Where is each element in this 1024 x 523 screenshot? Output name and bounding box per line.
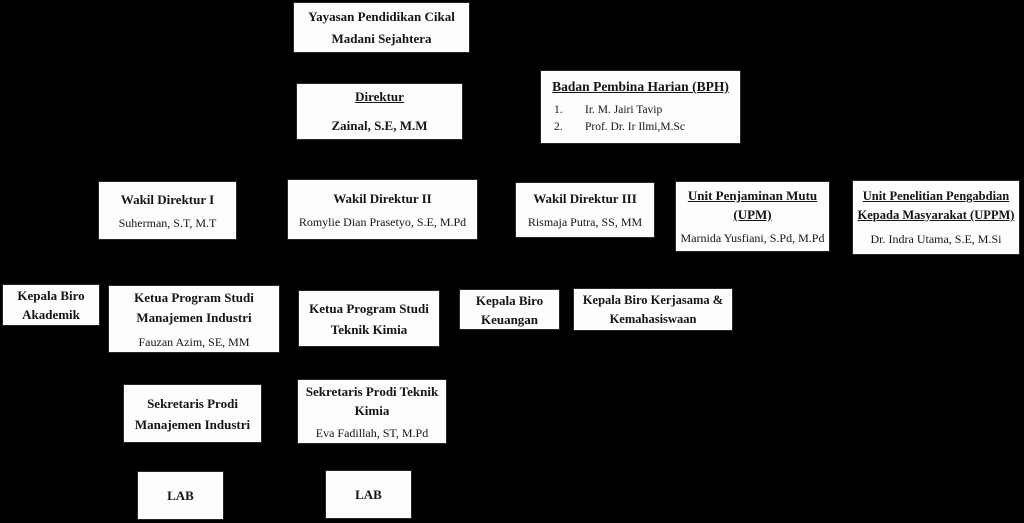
- node-title-line: (UPM): [733, 207, 772, 222]
- org-node-yayasan: Yayasan Pendidikan Cikal Madani Sejahter…: [293, 2, 470, 53]
- node-person-name: Fauzan Azim, SE, MM: [138, 334, 250, 349]
- org-node-upm: Unit Penjaminan Mutu (UPM) Marnida Yusfi…: [675, 181, 830, 252]
- node-title: Direktur: [355, 89, 404, 104]
- node-title-line: Sekretaris Prodi: [147, 395, 238, 411]
- org-node-uppm: Unit Penelitian Pengabdian Kepada Masyar…: [852, 180, 1020, 255]
- bph-member-name: Prof. Dr. Ir Ilmi,M.Sc: [585, 121, 685, 133]
- org-node-kepala-biro-keuangan: Kepala Biro Keuangan: [459, 289, 560, 330]
- node-person-name: Eva Fadillah, ST, M.Pd: [315, 425, 429, 440]
- node-title: LAB: [167, 487, 194, 503]
- org-node-lab-teknik-kimia: LAB: [325, 470, 412, 519]
- org-node-sekprodi-manajemen-industri: Sekretaris Prodi Manajemen Industri: [123, 384, 262, 443]
- node-title: Badan Pembina Harian (BPH): [552, 79, 729, 94]
- node-title-line: Akademik: [22, 307, 80, 322]
- node-title-line: Sekretaris Prodi Teknik: [305, 383, 439, 399]
- node-title-line: Keuangan: [480, 311, 539, 327]
- node-title-line: Kepada Masyarakat (UPPM): [857, 208, 1015, 222]
- bph-member-row: 2. Prof. Dr. Ir Ilmi,M.Sc: [549, 119, 732, 136]
- node-title-line: Ketua Program Studi: [309, 300, 429, 316]
- bph-member-name: Ir. M. Jairi Tavip: [585, 104, 663, 116]
- node-title-line: Unit Penelitian Pengabdian: [862, 189, 1010, 203]
- node-title-line: Ketua Program Studi: [134, 289, 254, 305]
- node-person-name: Dr. Indra Utama, S.E, M.Si: [870, 232, 1002, 246]
- bph-member-row: 1. Ir. M. Jairi Tavip: [549, 102, 732, 119]
- node-title-line: Kepala Biro Kerjasama &: [582, 292, 724, 307]
- node-title-line: Kemahasiswaan: [609, 311, 697, 326]
- node-title: LAB: [355, 486, 382, 502]
- org-node-direktur: Direktur Zainal, S.E, M.M: [296, 83, 463, 140]
- node-person-name: Rismaja Putra, SS, MM: [527, 215, 643, 229]
- node-title-line: Kimia: [354, 402, 390, 418]
- node-title-line: Kepala Biro: [475, 292, 544, 308]
- node-title-line: Kepala Biro: [17, 288, 85, 303]
- bph-member-number: 2.: [554, 121, 563, 133]
- node-title-line: Madani Sejahtera: [331, 30, 432, 46]
- node-title: Wakil Direktur I: [120, 191, 215, 207]
- org-node-kepala-biro-akademik: Kepala Biro Akademik: [2, 284, 100, 326]
- node-person-name: Marnida Yusfiani, S.Pd, M.Pd: [680, 231, 825, 245]
- org-node-kepala-biro-kerjasama: Kepala Biro Kerjasama & Kemahasiswaan: [573, 288, 733, 331]
- org-node-kaprodi-teknik-kimia: Ketua Program Studi Teknik Kimia: [298, 290, 440, 347]
- org-node-bph: Badan Pembina Harian (BPH) 1. Ir. M. Jai…: [540, 70, 741, 144]
- node-person-name: Zainal, S.E, M.M: [331, 118, 428, 133]
- bph-member-number: 1.: [554, 104, 563, 116]
- node-title-line: Manajemen Industri: [136, 309, 252, 325]
- node-title: Wakil Direktur III: [533, 191, 637, 206]
- org-node-kaprodi-manajemen-industri: Ketua Program Studi Manajemen Industri F…: [108, 285, 280, 353]
- node-title-line: Manajemen Industri: [134, 416, 251, 432]
- node-title: Wakil Direktur II: [333, 190, 432, 206]
- org-node-sekprodi-teknik-kimia: Sekretaris Prodi Teknik Kimia Eva Fadill…: [297, 379, 447, 444]
- node-title-line: Teknik Kimia: [330, 321, 408, 337]
- org-node-wakil-direktur-1: Wakil Direktur I Suherman, S.T, M.T: [98, 181, 237, 240]
- node-title-line: Unit Penjaminan Mutu: [687, 188, 818, 203]
- node-title-line: Yayasan Pendidikan Cikal: [308, 8, 455, 24]
- org-node-lab-manajemen-industri: LAB: [137, 471, 224, 520]
- org-node-wakil-direktur-3: Wakil Direktur III Rismaja Putra, SS, MM: [515, 182, 655, 238]
- node-person-name: Suherman, S.T, M.T: [118, 215, 217, 230]
- org-node-wakil-direktur-2: Wakil Direktur II Romylie Dian Prasetyo,…: [287, 179, 478, 240]
- node-person-name: Romylie Dian Prasetyo, S.E, M.Pd: [298, 214, 467, 229]
